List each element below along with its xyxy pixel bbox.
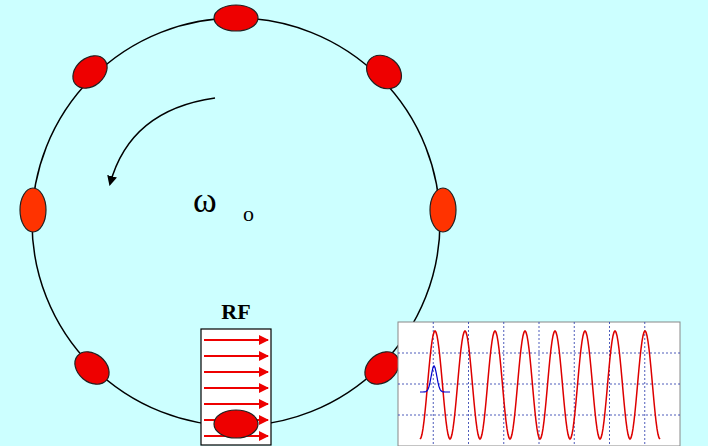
rf-label: RF <box>196 298 276 326</box>
omega-symbol: ω <box>193 180 217 220</box>
rf-cavity <box>201 329 271 445</box>
rf-cavity-node: RF <box>196 298 276 446</box>
rotation-arrow <box>110 98 215 184</box>
bunch-profile <box>420 366 450 392</box>
omega-subscript: o <box>243 202 254 226</box>
bunches <box>20 5 456 438</box>
scope-panel <box>398 322 680 446</box>
rf-wave <box>420 331 660 439</box>
scope-grid <box>398 322 680 446</box>
